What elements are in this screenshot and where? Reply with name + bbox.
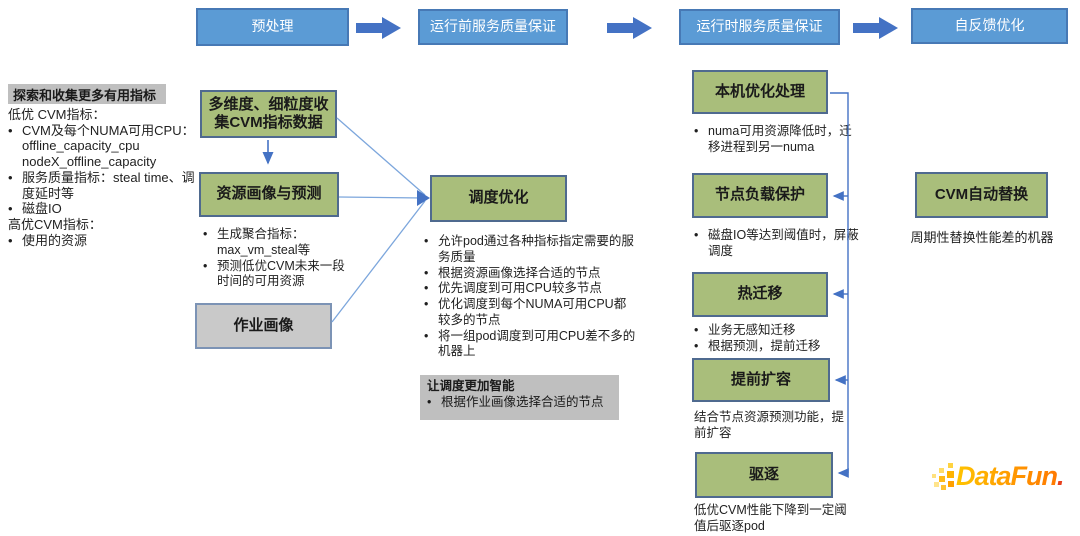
list-item: • numa可用资源降低时，迁移进程到另一numa: [694, 124, 852, 154]
node-load-protection-box: 节点负载保护: [692, 173, 828, 218]
bullet-icon: •: [203, 258, 208, 273]
logo-period: .: [1057, 461, 1065, 491]
list-item: • 业务无感知迁移: [694, 323, 796, 337]
flow-arrow-icon: [356, 17, 401, 39]
bullet-icon: •: [424, 281, 429, 296]
bullet-icon: •: [203, 227, 208, 241]
bullet-icon: •: [424, 265, 429, 280]
flow-arrow-icon: [853, 17, 898, 39]
bullet-icon: •: [694, 323, 699, 337]
live-migration-notes: • 业务无感知迁移 • 根据预测，提前迁移: [694, 323, 869, 355]
cvm-auto-replace-box: CVM自动替换: [915, 172, 1048, 218]
flow-arrow-icon: [607, 17, 652, 39]
live-migration-box: 热迁移: [692, 272, 828, 317]
eviction-box: 驱逐: [695, 452, 833, 498]
list-item: • 根据资源画像选择合适的节点: [424, 265, 601, 280]
list-item: • 生成聚合指标：max_vm_steal等: [203, 227, 311, 257]
bullet-icon: •: [8, 232, 13, 248]
list-item: • 根据作业画像选择合适的节点: [427, 394, 604, 409]
stage-label: 运行时服务质量保证: [696, 18, 823, 35]
local-optimization-notes: • numa可用资源降低时，迁移进程到另一numa: [694, 124, 862, 156]
scale-out-ahead-note: 结合节点资源预测功能，提前扩容: [694, 410, 845, 440]
bullet-icon: •: [8, 201, 13, 217]
stage-label: 自反馈优化: [954, 17, 1025, 34]
bullet-icon: •: [424, 234, 429, 248]
node-load-protection-notes: • 磁盘IO等达到阈值时，屏蔽调度: [694, 228, 862, 260]
bullet-icon: •: [424, 328, 429, 343]
group-title-high-priority: 高优CVM指标：: [8, 217, 102, 233]
scheduling-optimization-box: 调度优化: [430, 175, 567, 222]
list-item: • CVM及每个NUMA可用CPU： offline_capacity_cpu …: [8, 122, 195, 170]
eviction-note: 低优CVM性能下降到一定阈值后驱逐pod: [694, 503, 847, 533]
list-item: • 预测低优CVM未来一段时间的可用资源: [203, 258, 345, 289]
resource-profile-notes: • 生成聚合指标：max_vm_steal等 • 预测低优CVM未来一段时间的可…: [203, 227, 355, 290]
list-item: • 磁盘IO: [8, 201, 62, 217]
bullet-icon: •: [8, 122, 13, 138]
list-item: • 优先调度到可用CPU较多节点: [424, 281, 602, 296]
scale-out-ahead-box: 提前扩容: [692, 358, 830, 402]
metrics-list: 低优 CVM指标： • CVM及每个NUMA可用CPU： offline_cap…: [8, 107, 200, 248]
bullet-icon: •: [8, 169, 13, 185]
stage-label: 预处理: [251, 18, 294, 35]
job-profile-box: 作业画像: [195, 303, 332, 349]
datafun-logo: DataFun.: [930, 461, 1065, 492]
group-title-low-priority: 低优 CVM指标：: [8, 107, 106, 122]
list-item: • 使用的资源: [8, 232, 88, 248]
stage-box-preprocess: 预处理: [196, 8, 349, 46]
smart-note-title: 让调度更加智能: [427, 379, 515, 393]
list-item: • 服务质量指标：steal time、调度延时等: [8, 169, 195, 201]
bullet-icon: •: [694, 124, 699, 138]
list-item: • 允许pod通过各种指标指定需要的服务质量: [424, 234, 634, 264]
bullet-icon: •: [694, 338, 699, 353]
metrics-header: 探索和收集更多有用指标: [8, 84, 166, 104]
collect-metrics-box: 多维度、细粒度收集CVM指标数据: [200, 90, 337, 138]
smart-scheduling-note: 让调度更加智能 • 根据作业画像选择合适的节点: [420, 375, 619, 420]
logo-pixels-icon: [932, 462, 954, 490]
stage-box-self-feedback: 自反馈优化: [911, 8, 1068, 44]
bullet-icon: •: [427, 394, 432, 409]
list-item: • 根据预测，提前迁移: [694, 338, 821, 353]
stage-label: 运行前服务质量保证: [430, 18, 556, 35]
logo-wordmark: DataFun: [956, 461, 1058, 491]
stage-box-prerun-qos: 运行前服务质量保证: [418, 9, 568, 45]
cvm-auto-replace-note: 周期性替换性能差的机器: [910, 230, 1054, 245]
local-optimization-box: 本机优化处理: [692, 70, 828, 114]
bullet-icon: •: [694, 228, 699, 242]
list-item: • 将一组pod调度到可用CPU差不多的机器上: [424, 328, 636, 359]
list-item: • 磁盘IO等达到阈值时，屏蔽调度: [694, 228, 859, 258]
list-item: • 优化调度到每个NUMA可用CPU都较多的节点: [424, 297, 627, 327]
bullet-icon: •: [424, 297, 429, 311]
stage-box-runtime-qos: 运行时服务质量保证: [679, 9, 840, 45]
resource-profile-box: 资源画像与预测: [199, 172, 339, 217]
scheduling-notes: • 允许pod通过各种指标指定需要的服务质量 • 根据资源画像选择合适的节点 •…: [424, 234, 636, 360]
